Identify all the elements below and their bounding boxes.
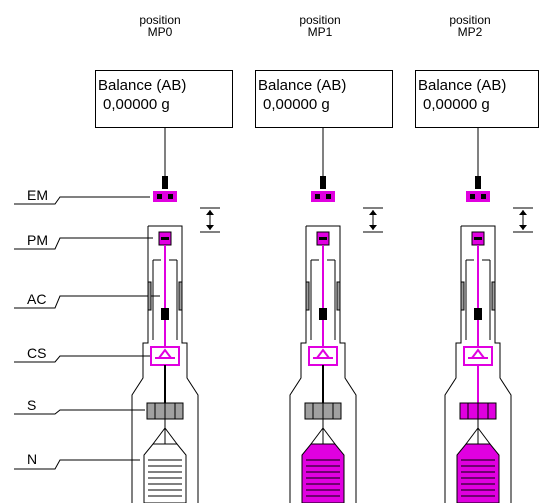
em-magnet <box>466 191 490 202</box>
em-hook <box>320 176 326 189</box>
em-magnet <box>311 191 335 202</box>
pm-pole <box>474 237 482 240</box>
em-hook <box>475 176 481 189</box>
basket-wire-right <box>477 427 491 445</box>
pm-pole <box>161 237 169 240</box>
side-magnet-right <box>491 281 496 311</box>
position-label-line1: position <box>449 13 491 27</box>
position-label-mp2: position MP2 <box>425 14 515 38</box>
basket-wire-left <box>310 427 324 445</box>
gap-arrowhead-up <box>206 210 214 215</box>
measuring-cell-housing <box>131 225 199 503</box>
n-sample-basket <box>143 443 187 503</box>
gap-arrowhead-down <box>206 225 214 230</box>
row-label-ac: AC <box>27 291 47 307</box>
position-label-line2: MP0 <box>147 25 173 39</box>
side-magnet-right <box>336 281 341 311</box>
position-label-mp1: position MP1 <box>275 14 365 38</box>
em-magnet <box>153 191 177 202</box>
em-hook <box>162 176 168 189</box>
basket-wire-right <box>322 427 336 445</box>
ac-coupling <box>161 308 169 320</box>
leader-ac <box>14 295 160 309</box>
gap-arrowhead-down <box>519 225 527 230</box>
ac-coupling <box>319 308 327 320</box>
leader-n <box>14 459 140 470</box>
em-pole <box>470 194 475 199</box>
basket-wire-right <box>164 427 178 445</box>
balance-title: Balance (AB) <box>98 77 187 94</box>
em-pole <box>481 194 486 199</box>
balance-display-mp2[interactable]: Balance (AB) 0,00000 g <box>415 70 539 128</box>
basket-wire-left <box>465 427 479 445</box>
row-label-cs: CS <box>27 345 47 361</box>
em-pole <box>315 194 320 199</box>
measuring-cell-housing <box>444 225 512 503</box>
position-label-line2: MP1 <box>307 25 333 39</box>
row-label-s: S <box>27 397 37 413</box>
balance-title: Balance (AB) <box>418 77 507 94</box>
side-magnet-right <box>178 281 183 311</box>
basket-wire-left <box>152 427 166 445</box>
side-magnet-left <box>147 281 152 311</box>
n-sample-basket <box>301 443 345 503</box>
side-magnet-left <box>460 281 465 311</box>
balance-title: Balance (AB) <box>258 77 347 94</box>
gap-arrowhead-up <box>369 210 377 215</box>
balance-value: 0,00000 g <box>103 96 170 113</box>
leader-s <box>14 409 145 415</box>
n-sample-basket <box>456 443 500 503</box>
balance-display-mp1[interactable]: Balance (AB) 0,00000 g <box>255 70 393 128</box>
em-pole <box>157 194 162 199</box>
balance-display-mp0[interactable]: Balance (AB) 0,00000 g <box>95 70 233 128</box>
leader-pm <box>14 237 153 250</box>
gap-arrowhead-down <box>369 225 377 230</box>
cs-wedge <box>158 348 172 359</box>
position-label-line2: MP2 <box>457 25 483 39</box>
leader-cs <box>14 355 152 363</box>
balance-value: 0,00000 g <box>423 96 490 113</box>
leader-em <box>14 196 150 205</box>
measuring-cell-housing <box>289 225 357 503</box>
position-label-line1: position <box>299 13 341 27</box>
balance-value: 0,00000 g <box>263 96 330 113</box>
pm-pole <box>319 237 327 240</box>
row-label-pm: PM <box>27 232 48 248</box>
position-label-mp0: position MP0 <box>115 14 205 38</box>
cs-wedge <box>316 348 330 359</box>
gap-arrowhead-up <box>519 210 527 215</box>
row-label-em: EM <box>27 187 48 203</box>
row-label-n: N <box>27 451 38 467</box>
cs-wedge <box>471 348 485 359</box>
em-pole <box>326 194 331 199</box>
em-pole <box>168 194 173 199</box>
position-label-line1: position <box>139 13 181 27</box>
ac-coupling <box>474 308 482 320</box>
side-magnet-left <box>305 281 310 311</box>
